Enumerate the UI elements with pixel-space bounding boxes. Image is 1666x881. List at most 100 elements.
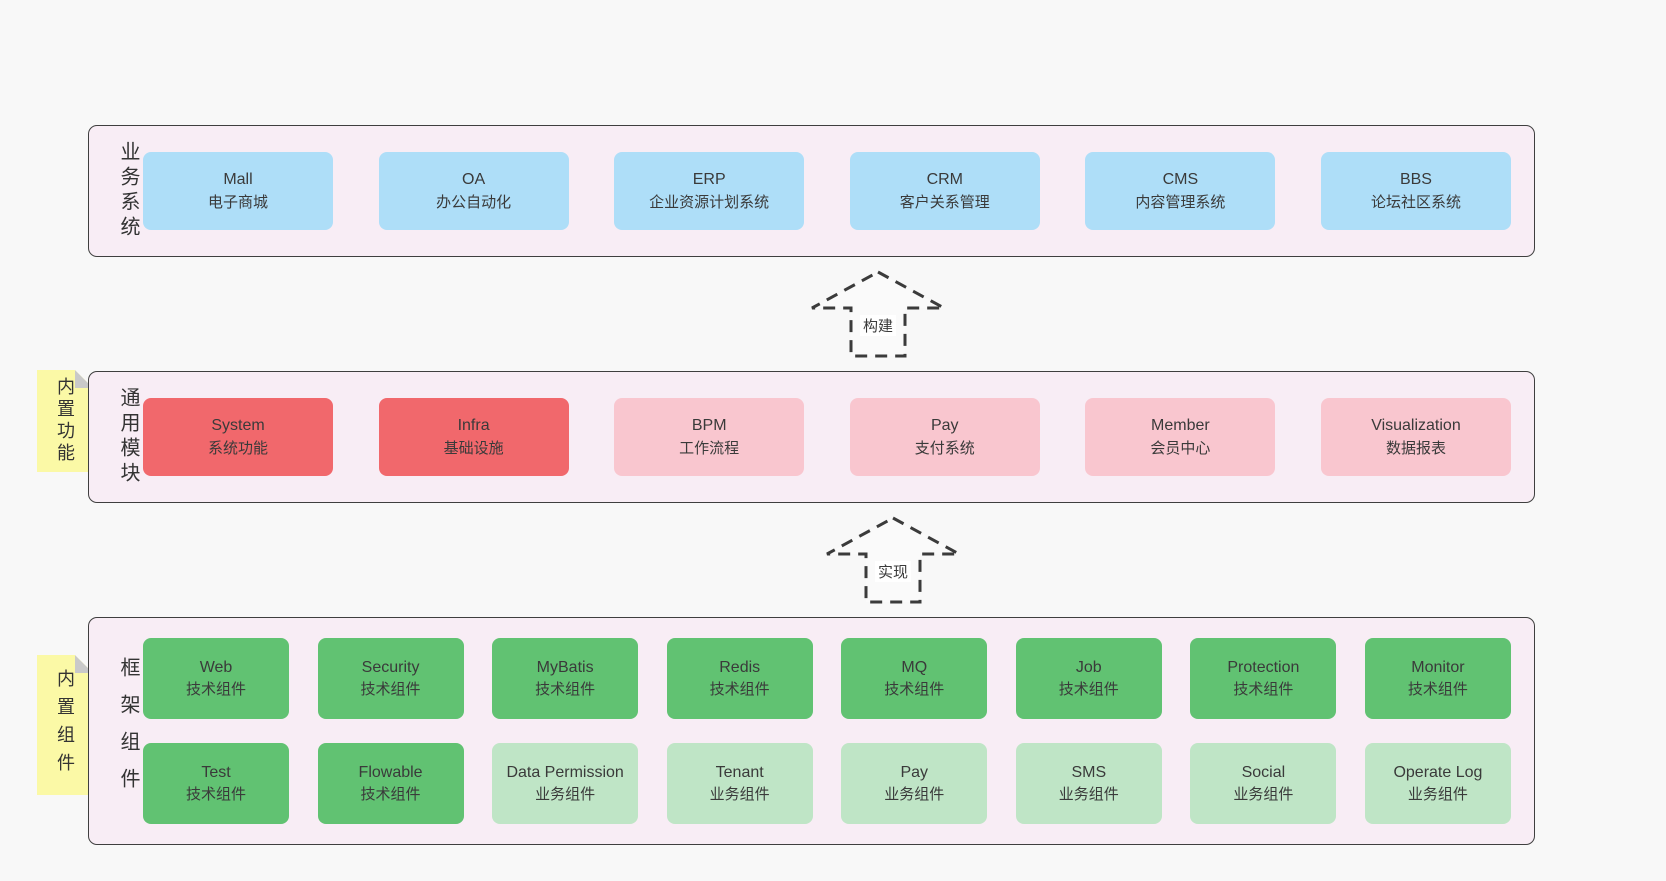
- box-subtitle: 内容管理系统: [1135, 193, 1226, 211]
- box-member: Member 会员中心: [1085, 398, 1276, 476]
- component-rows: Web 技术组件 Security 技术组件 MyBatis 技术组件 Redi…: [143, 618, 1534, 844]
- box-subtitle: 技术组件: [185, 681, 246, 699]
- box-pay-component: Pay 业务组件: [841, 743, 988, 824]
- box-name: Visualization: [1371, 417, 1461, 435]
- up-arrow-icon: [826, 516, 960, 604]
- box-subtitle: 工作流程: [679, 439, 740, 457]
- box-name: Flowable: [358, 763, 423, 781]
- box-name: Redis: [719, 658, 761, 676]
- box-subtitle: 会员中心: [1150, 439, 1211, 457]
- sticky-note-builtin-components: 内置组件: [37, 655, 93, 795]
- box-subtitle: 技术组件: [185, 786, 246, 804]
- box-subtitle: 技术组件: [884, 681, 945, 699]
- box-name: Job: [1075, 658, 1102, 676]
- box-sms: SMS 业务组件: [1015, 743, 1162, 824]
- box-name: Test: [201, 763, 231, 781]
- arrow-build: 构建: [808, 268, 948, 360]
- arrow-label: 构建: [859, 315, 897, 336]
- layer-framework-components: 框架组件 Web 技术组件 Security 技术组件 MyBatis 技术组件…: [88, 617, 1535, 845]
- box-data-permission: Data Permission 业务组件: [492, 743, 639, 824]
- box-subtitle: 支付系统: [914, 439, 975, 457]
- box-name: BPM: [691, 417, 727, 435]
- box-name: Pay: [900, 763, 929, 781]
- box-name: Monitor: [1411, 658, 1465, 676]
- box-subtitle: 办公自动化: [436, 193, 512, 211]
- box-name: BBS: [1399, 171, 1432, 189]
- layer-business-systems: 业务系统 Mall 电子商城 OA 办公自动化 ERP 企业资源计划系统 CRM…: [88, 125, 1535, 257]
- box-subtitle: 技术组件: [709, 681, 770, 699]
- box-name: Protection: [1227, 658, 1300, 676]
- box-subtitle: 企业资源计划系统: [649, 193, 770, 211]
- layer-label: 通用模块: [117, 387, 139, 487]
- box-name: CRM: [926, 171, 963, 189]
- box-subtitle: 业务组件: [1058, 786, 1119, 804]
- box-name: ERP: [692, 171, 726, 189]
- box-name: SMS: [1071, 763, 1107, 781]
- box-social: Social 业务组件: [1190, 743, 1337, 824]
- box-monitor: Monitor 技术组件: [1364, 638, 1511, 719]
- sticky-note-label: 内置功能: [55, 377, 75, 465]
- box-operate-log: Operate Log 业务组件: [1364, 743, 1511, 824]
- box-subtitle: 业务组件: [709, 786, 770, 804]
- box-name: OA: [462, 171, 486, 189]
- box-subtitle: 数据报表: [1385, 439, 1446, 457]
- box-tenant: Tenant 业务组件: [666, 743, 813, 824]
- box-test: Test 技术组件: [143, 743, 289, 824]
- box-oa: OA 办公自动化: [378, 152, 569, 230]
- box-name: System: [211, 417, 265, 435]
- box-name: Data Permission: [506, 763, 624, 781]
- box-subtitle: 业务组件: [884, 786, 945, 804]
- box-bpm: BPM 工作流程: [614, 398, 805, 476]
- box-flowable: Flowable 技术组件: [317, 743, 464, 824]
- box-mybatis: MyBatis 技术组件: [492, 638, 639, 719]
- box-subtitle: 业务组件: [1407, 786, 1468, 804]
- box-name: CMS: [1162, 171, 1199, 189]
- box-mall: Mall 电子商城: [143, 152, 333, 230]
- layer-label: 业务系统: [117, 141, 139, 241]
- box-infra: Infra 基础设施: [378, 398, 569, 476]
- up-arrow-icon: [811, 270, 945, 358]
- box-name: Security: [361, 658, 420, 676]
- box-erp: ERP 企业资源计划系统: [614, 152, 805, 230]
- box-subtitle: 技术组件: [535, 681, 596, 699]
- box-subtitle: 技术组件: [1407, 681, 1468, 699]
- box-mq: MQ 技术组件: [841, 638, 988, 719]
- box-subtitle: 论坛社区系统: [1370, 193, 1461, 211]
- box-subtitle: 技术组件: [360, 786, 421, 804]
- business-box-row: Mall 电子商城 OA 办公自动化 ERP 企业资源计划系统 CRM 客户关系…: [143, 126, 1534, 256]
- arrow-implement: 实现: [823, 514, 963, 606]
- box-system: System 系统功能: [143, 398, 333, 476]
- component-box-row-1: Web 技术组件 Security 技术组件 MyBatis 技术组件 Redi…: [143, 638, 1511, 719]
- sticky-note-label: 内置组件: [55, 669, 75, 781]
- box-subtitle: 业务组件: [1233, 786, 1294, 804]
- box-name: Social: [1241, 763, 1286, 781]
- box-name: Operate Log: [1393, 763, 1483, 781]
- box-job: Job 技术组件: [1015, 638, 1162, 719]
- box-subtitle: 基础设施: [443, 439, 504, 457]
- box-redis: Redis 技术组件: [666, 638, 813, 719]
- box-visualization: Visualization 数据报表: [1320, 398, 1511, 476]
- box-protection: Protection 技术组件: [1190, 638, 1337, 719]
- component-box-row-2: Test 技术组件 Flowable 技术组件 Data Permission …: [143, 743, 1511, 824]
- box-name: Web: [199, 658, 233, 676]
- box-subtitle: 客户关系管理: [899, 193, 990, 211]
- box-name: Pay: [930, 417, 959, 435]
- box-name: MyBatis: [536, 658, 594, 676]
- box-bbs: BBS 论坛社区系统: [1320, 152, 1511, 230]
- box-name: Mall: [223, 171, 253, 189]
- box-security: Security 技术组件: [317, 638, 464, 719]
- box-subtitle: 系统功能: [207, 439, 268, 457]
- layer-common-modules: 通用模块 System 系统功能 Infra 基础设施 BPM 工作流程 Pay…: [88, 371, 1535, 503]
- box-subtitle: 业务组件: [535, 786, 596, 804]
- box-web: Web 技术组件: [143, 638, 289, 719]
- box-subtitle: 技术组件: [360, 681, 421, 699]
- box-subtitle: 技术组件: [1233, 681, 1294, 699]
- box-cms: CMS 内容管理系统: [1085, 152, 1276, 230]
- box-name: Infra: [457, 417, 490, 435]
- box-name: Tenant: [715, 763, 764, 781]
- box-subtitle: 技术组件: [1058, 681, 1119, 699]
- module-box-row: System 系统功能 Infra 基础设施 BPM 工作流程 Pay 支付系统…: [143, 372, 1534, 502]
- box-name: MQ: [901, 658, 928, 676]
- box-name: Member: [1151, 417, 1210, 435]
